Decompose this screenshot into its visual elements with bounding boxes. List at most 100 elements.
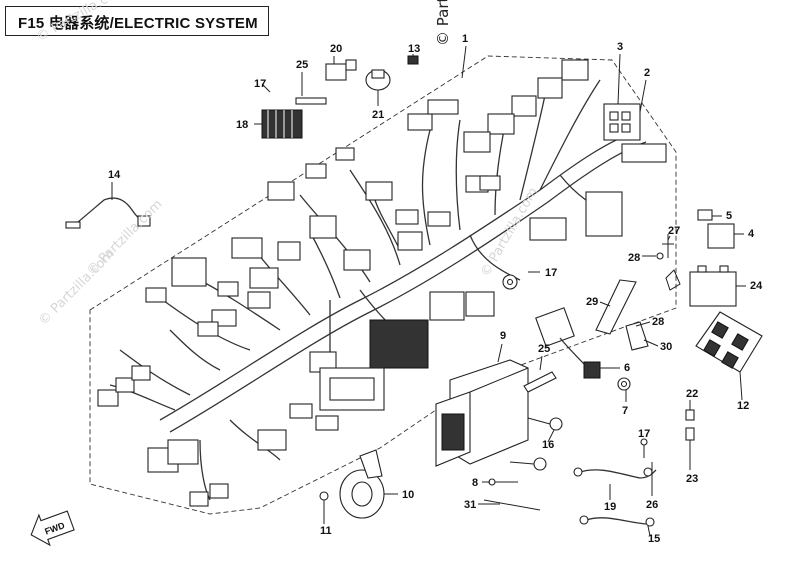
callout-28: 28 [628, 252, 640, 264]
connector-right-2 [465, 291, 495, 317]
callout-22: 22 [686, 388, 698, 400]
callout-19: 19 [604, 501, 616, 513]
callout-28: 28 [652, 316, 664, 328]
title-box: F15 电器系统/ELECTRIC SYSTEM [5, 6, 269, 36]
connector-low-4 [257, 429, 287, 451]
connector-top-3 [511, 95, 537, 117]
callout-4: 4 [748, 228, 755, 240]
horn [339, 449, 385, 519]
connector-mid-11 [343, 249, 371, 271]
callout-30: 30 [660, 341, 672, 353]
sensor-wire [65, 197, 151, 229]
foam-pads [695, 311, 763, 373]
connector-left-8 [115, 377, 135, 393]
callout-leader-30 [643, 339, 659, 347]
callout-5: 5 [726, 210, 732, 222]
callout-25: 25 [296, 59, 308, 71]
voltage-regulator [261, 97, 327, 139]
connector-mid-4 [365, 181, 393, 201]
callout-leader-9 [497, 343, 503, 363]
fwd-arrow: FWD [30, 510, 75, 547]
clips-and-ties [483, 478, 541, 511]
cable-strap [523, 371, 557, 393]
bolt-small [640, 438, 648, 458]
connector-top-7 [427, 99, 459, 115]
callout-7: 7 [622, 405, 628, 417]
callout-9: 9 [500, 330, 506, 342]
callout-13: 13 [408, 43, 420, 55]
callout-18: 18 [236, 119, 248, 131]
callout-17: 17 [254, 78, 266, 90]
connector-top-6 [407, 113, 433, 131]
connector-right-4 [529, 217, 567, 241]
callout-11: 11 [320, 525, 332, 537]
relay-switch-parts [325, 59, 391, 91]
callout-leader-28 [635, 321, 651, 327]
connector-mid-12 [397, 231, 423, 251]
connector-left-7 [97, 389, 119, 407]
connector-top-2 [537, 77, 563, 99]
connector-right-1 [429, 291, 465, 321]
connector-mid-2 [305, 163, 327, 179]
connector-mid-6 [427, 211, 451, 227]
callout-14: 14 [108, 169, 121, 181]
connector-right-5 [479, 175, 501, 191]
connector-low-7 [189, 491, 209, 507]
callout-12: 12 [737, 400, 749, 412]
main-wiring-harness [109, 79, 647, 501]
callout-21: 21 [372, 109, 384, 121]
callout-6: 6 [624, 362, 630, 374]
callout-2: 2 [644, 67, 650, 79]
connector-left-6 [197, 321, 219, 337]
connector-mid-8 [309, 215, 337, 239]
callout-24: 24 [750, 280, 763, 292]
watermark: © Partzilla.com [434, 0, 452, 46]
callout-29: 29 [586, 296, 598, 308]
callout-26: 26 [646, 499, 658, 511]
callout-16: 16 [542, 439, 554, 451]
holders [656, 234, 674, 260]
connector-left-4 [247, 291, 271, 309]
ecu-unit [435, 359, 529, 467]
ground-cable [535, 307, 631, 391]
callout-20: 20 [330, 43, 342, 55]
callout-labels: 1234567891011121314151617181920212223242… [108, 33, 763, 545]
connector-mid-5 [395, 209, 419, 225]
connector-top-1 [561, 59, 589, 81]
callout-leader-2 [639, 79, 647, 113]
callout-17: 17 [545, 267, 557, 279]
connector-mid-1 [335, 147, 355, 161]
connector-mid-9 [277, 241, 301, 261]
battery-bracket [625, 321, 649, 351]
battery-strap [595, 279, 637, 335]
connector-left-9 [131, 365, 151, 381]
callout-10: 10 [402, 489, 414, 501]
callout-8: 8 [472, 477, 478, 489]
callout-leader-3 [617, 53, 621, 105]
ecu-bolts [509, 417, 563, 471]
relays-small [697, 209, 735, 249]
ring-terminal-1-hole [506, 278, 514, 286]
connector-top-5 [463, 131, 491, 153]
connector-top-4 [487, 113, 515, 135]
battery [665, 265, 737, 307]
callout-3: 3 [617, 41, 623, 53]
connector-left-1 [171, 257, 207, 287]
ground-wires [573, 462, 657, 527]
connector-low-3 [315, 415, 339, 431]
callout-25: 25 [538, 343, 550, 355]
fuses [685, 409, 695, 441]
harness-ecu-block [319, 319, 429, 411]
connector-low-2 [289, 403, 313, 419]
callout-27: 27 [668, 225, 680, 237]
connector-low-6 [167, 439, 199, 465]
connector-left-2 [145, 287, 167, 303]
connector-right-3 [585, 191, 623, 237]
callout-23: 23 [686, 473, 698, 485]
callout-leader-17 [261, 83, 271, 93]
callout-17: 17 [638, 428, 650, 440]
callout-31: 31 [464, 499, 476, 511]
callout-leader-16 [547, 429, 555, 443]
